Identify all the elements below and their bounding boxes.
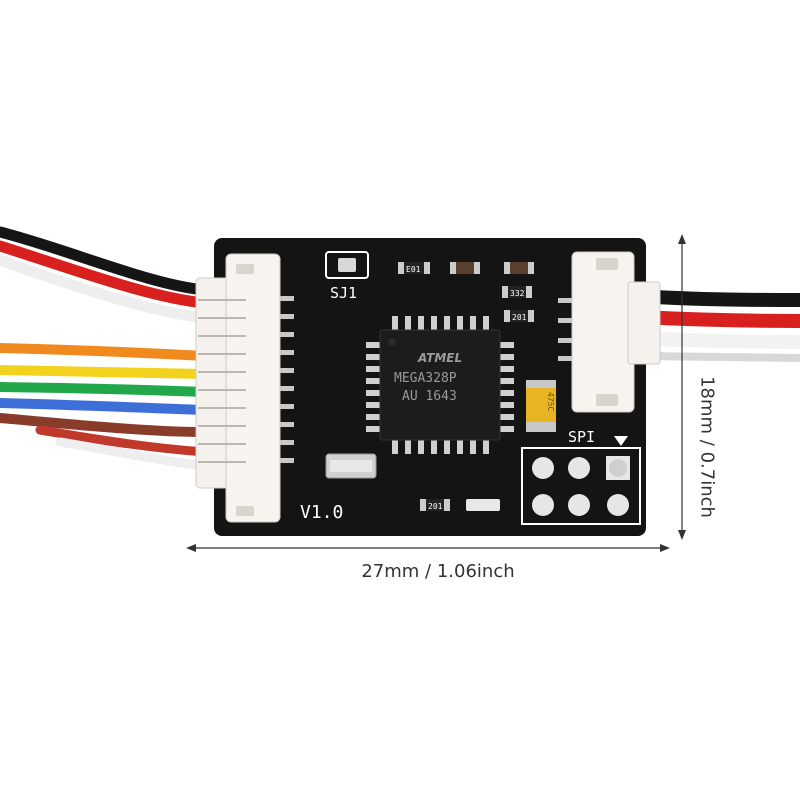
chip-pin	[444, 316, 450, 330]
chip-pin	[500, 342, 514, 348]
jumper-label: SJ1	[330, 284, 357, 302]
width-dimension-label: 27mm / 1.06inch	[361, 561, 515, 582]
chip-pin	[405, 440, 411, 454]
chip-pin	[483, 440, 489, 454]
height-dimension-label: 18mm / 0.7inch	[696, 376, 718, 518]
microcontroller-chip	[366, 316, 514, 454]
chip-pin	[500, 414, 514, 420]
chip-pin	[457, 316, 463, 330]
chip-pin	[470, 316, 476, 330]
chip-pin	[392, 440, 398, 454]
chip-pin	[366, 390, 380, 396]
left-connector	[195, 253, 294, 523]
jumper-pad	[325, 251, 369, 279]
width-dimension-arrow	[186, 544, 670, 552]
chip-pin	[500, 378, 514, 384]
version-label: V1.0	[300, 502, 343, 523]
right-connector	[558, 251, 661, 413]
left-wire-bundle	[0, 226, 211, 471]
chip-pin	[366, 342, 380, 348]
chip-pin	[500, 390, 514, 396]
smd-components	[398, 262, 534, 511]
resistor-marking: E01	[406, 265, 421, 274]
chip-pin	[366, 378, 380, 384]
tantalum-capacitor	[526, 380, 556, 432]
resistor-marking: 201	[512, 313, 527, 322]
chip-pin	[444, 440, 450, 454]
chip-code: AU 1643	[402, 389, 457, 404]
chip-pin	[418, 440, 424, 454]
spi-label: SPI	[568, 428, 595, 446]
right-wire-bundle	[639, 289, 800, 362]
chip-pin	[405, 316, 411, 330]
chip-pin	[431, 440, 437, 454]
chip-pin	[366, 354, 380, 360]
chip-pin	[366, 366, 380, 372]
chip-pin	[418, 316, 424, 330]
chip-brand: ATMEL	[417, 351, 462, 365]
chip-pin	[470, 440, 476, 454]
chip-pin	[500, 366, 514, 372]
chip-pin	[392, 316, 398, 330]
chip-pin	[500, 354, 514, 360]
chip-pin	[500, 402, 514, 408]
chip-pin	[457, 440, 463, 454]
resistor-marking: 332	[510, 289, 525, 298]
chip-pin	[366, 426, 380, 432]
resistor-marking: 201	[428, 502, 443, 511]
crystal-oscillator	[325, 453, 377, 479]
spi-header	[521, 436, 641, 525]
chip-pin	[483, 316, 489, 330]
chip-pin	[366, 414, 380, 420]
chip-pin	[500, 426, 514, 432]
capacitor-marking: 475C	[546, 392, 555, 411]
chip-model: MEGA328P	[394, 371, 457, 386]
chip-pin	[366, 402, 380, 408]
chip-pin	[431, 316, 437, 330]
height-dimension-arrow	[678, 234, 686, 540]
